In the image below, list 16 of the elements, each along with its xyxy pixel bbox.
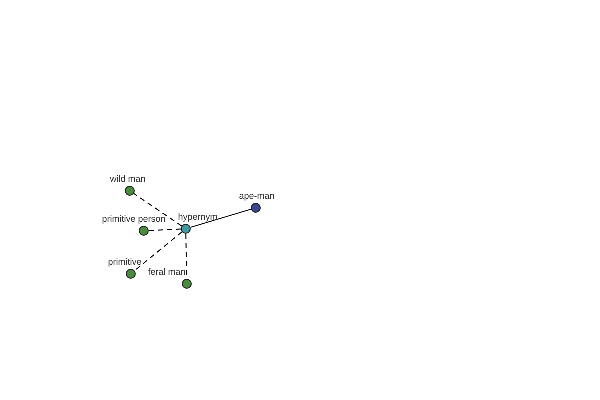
connector-line bbox=[190, 208, 252, 228]
graph-node bbox=[239, 191, 275, 213]
graph-node bbox=[148, 267, 192, 289]
node-label: ape-man bbox=[239, 191, 275, 202]
graph-node bbox=[108, 257, 142, 279]
node-label: wild man bbox=[110, 174, 146, 185]
node-label: feral man bbox=[148, 267, 186, 278]
connector-line bbox=[134, 232, 183, 272]
node-label: primitive bbox=[108, 257, 142, 268]
graph-node bbox=[178, 212, 218, 234]
graph-node bbox=[102, 214, 166, 236]
connector-line bbox=[134, 193, 182, 227]
connector-line bbox=[148, 228, 182, 232]
node-label: primitive person bbox=[102, 214, 166, 225]
node-label: hypernym bbox=[178, 212, 218, 223]
graph-node bbox=[110, 174, 146, 196]
